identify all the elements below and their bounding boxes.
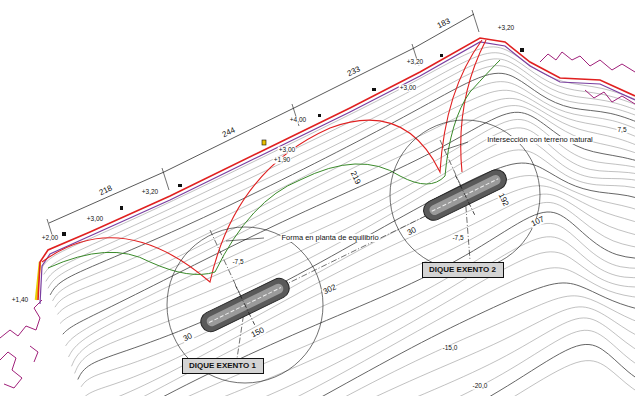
- map-note: Intersección con terreno natural: [486, 136, 593, 144]
- elevation-value: +3,20: [406, 59, 424, 66]
- elevation-value: +1,40: [11, 297, 29, 304]
- breakwater-name: DIQUE EXENTO 2: [429, 265, 497, 275]
- dimension-value: 192: [496, 191, 510, 208]
- purple-shoreline: [40, 42, 635, 304]
- dimension-value: 107: [529, 215, 546, 229]
- depth-contour: [142, 361, 635, 396]
- depth-contour: [50, 73, 635, 295]
- breakwater-label-box: DIQUE EXENTO 1: [182, 358, 264, 374]
- elevation-value: -7,5: [451, 235, 464, 242]
- depth-contour: [66, 119, 635, 345]
- breakwater-label-box: DIQUE EXENTO 2: [422, 262, 504, 278]
- elevation-value: +1,90: [273, 157, 291, 164]
- depth-contour: [115, 283, 635, 396]
- extension-lines: [47, 10, 479, 241]
- dimension-value: 302: [321, 283, 338, 297]
- dimension-value: 218: [97, 184, 114, 198]
- depth-contour: [48, 66, 635, 289]
- breakwater-name: DIQUE EXENTO 1: [189, 361, 257, 371]
- depth-contour: [78, 163, 635, 379]
- depth-contour: [88, 194, 635, 396]
- dimension-value: 30: [181, 332, 194, 344]
- depth-contours: [42, 47, 635, 396]
- breakwater-1: [192, 264, 298, 346]
- depth-contour: [137, 344, 635, 396]
- terrain-intersection: [48, 60, 500, 274]
- elevation-value: +2,00: [41, 235, 59, 242]
- depth-contour: [84, 186, 635, 396]
- elevation-value: +3,00: [399, 85, 417, 92]
- depth-contour: [119, 296, 635, 396]
- dimension-value: 233: [345, 65, 362, 79]
- rock-outline: [540, 52, 635, 104]
- elevation-value: 7,5: [616, 127, 627, 134]
- elevation-value: -15,0: [442, 345, 459, 352]
- leader-line: [444, 142, 468, 150]
- building-symbols: [62, 48, 524, 236]
- elevation-value: +3,00: [278, 147, 296, 154]
- influence-circle: [167, 227, 323, 383]
- leader-line: [226, 238, 264, 241]
- elevation-value: +3,20: [497, 25, 515, 32]
- depth-contour: [111, 268, 635, 396]
- elevation-value: -20,0: [472, 383, 489, 390]
- coastline: [38, 38, 635, 300]
- depth-contour: [95, 212, 635, 396]
- axis-lines: [210, 140, 470, 372]
- elevation-value: +3,20: [141, 189, 159, 196]
- elevation-value: +3,00: [86, 216, 104, 223]
- dimension-value: 150: [249, 326, 266, 340]
- dimension-value: 219: [348, 169, 362, 186]
- dimension-line: [49, 14, 474, 223]
- dimension-value: 183: [435, 17, 452, 31]
- dimension-value: 244: [220, 126, 237, 140]
- depth-contour: [133, 330, 635, 396]
- depth-contour: [124, 307, 635, 396]
- depth-contour: [81, 176, 635, 387]
- equilibrium-planform: [42, 40, 486, 282]
- elevation-value: +4,00: [289, 117, 307, 124]
- depth-contour: [92, 202, 635, 396]
- map-note: Forma en planta de equilibrio: [280, 234, 379, 242]
- rock-outline: [0, 300, 42, 388]
- depth-contour: [99, 223, 635, 396]
- breakwater-2: [415, 155, 515, 234]
- elevation-value: -7,5: [231, 259, 244, 266]
- depth-contour: [60, 106, 635, 324]
- dimension-value: 30: [405, 226, 418, 238]
- depth-contour: [69, 128, 635, 357]
